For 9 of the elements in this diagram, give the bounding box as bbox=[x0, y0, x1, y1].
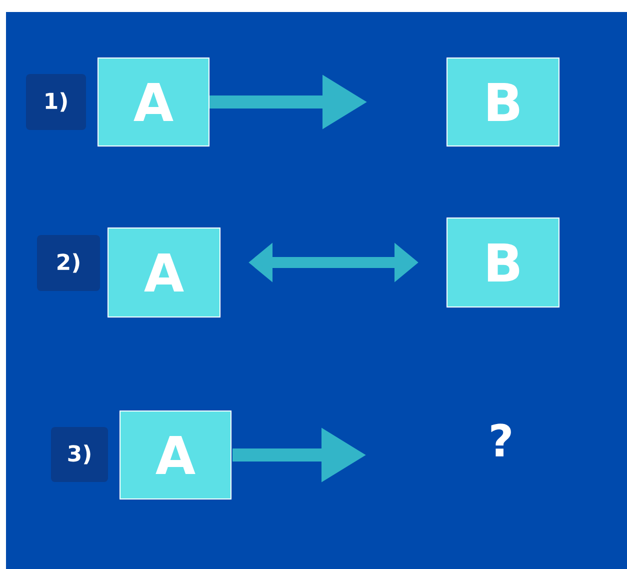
number-badge: 1) bbox=[26, 74, 86, 130]
number-badge: 2) bbox=[37, 235, 100, 291]
number-badge: 3) bbox=[51, 427, 108, 482]
question-mark: ? bbox=[491, 424, 511, 456]
letter-box: A bbox=[120, 410, 232, 500]
letter-box: B bbox=[446, 58, 560, 146]
letter-box: A bbox=[108, 228, 220, 318]
letter-box: B bbox=[446, 218, 560, 308]
letter-box: A bbox=[98, 58, 210, 146]
